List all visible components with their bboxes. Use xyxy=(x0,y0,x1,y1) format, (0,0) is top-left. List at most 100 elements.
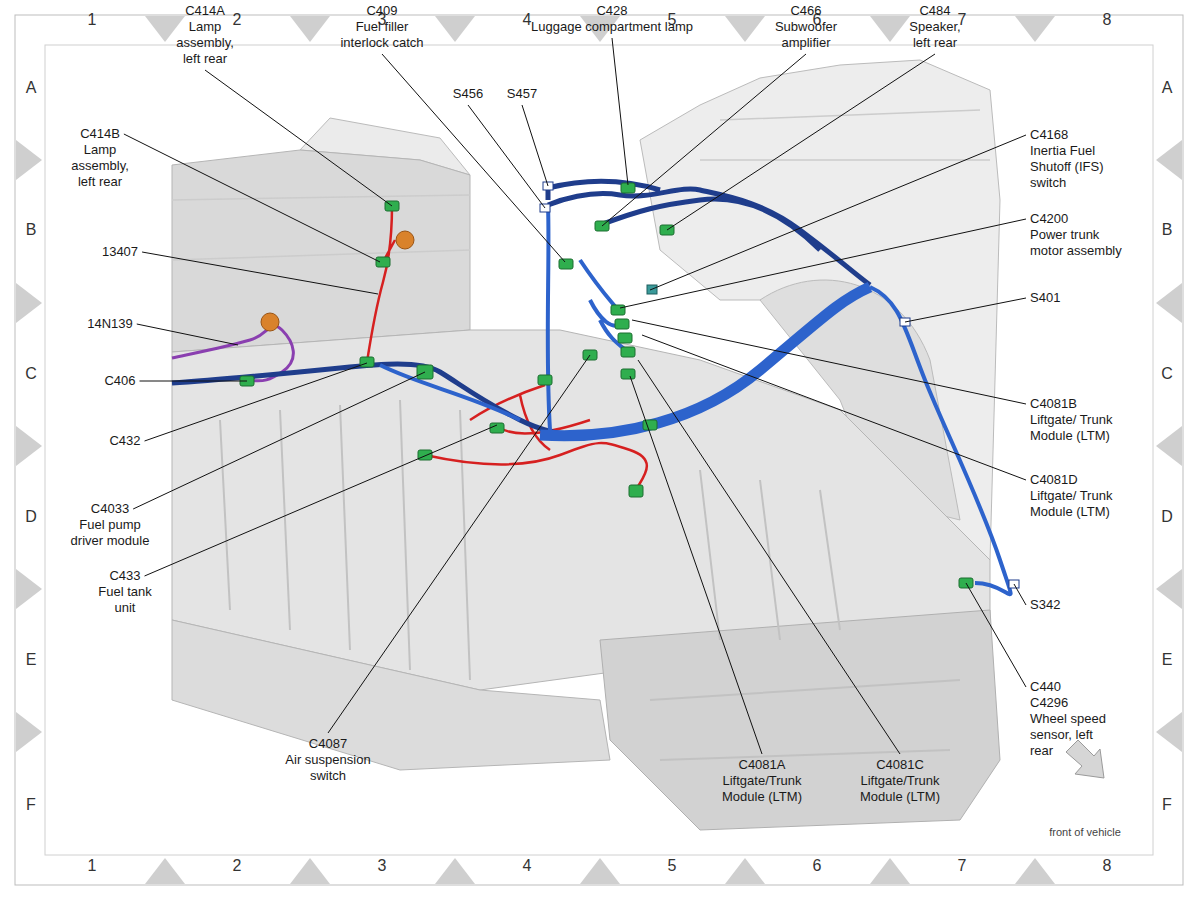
connector-id: C440 xyxy=(1030,679,1061,695)
grid-marker xyxy=(1156,426,1182,466)
grid-number: 4 xyxy=(523,856,532,876)
wire-dark-blue xyxy=(172,182,870,436)
leader-line xyxy=(522,105,548,186)
splice-id: S401 xyxy=(1030,290,1060,306)
grid-marker xyxy=(16,283,42,323)
leader-line xyxy=(905,298,1026,322)
leader-line xyxy=(124,134,380,262)
leader-line xyxy=(145,363,367,441)
connector-plug xyxy=(615,319,629,329)
grid-marker xyxy=(870,16,910,42)
component-name: Fuel pump driver module xyxy=(65,517,155,549)
connector-id: C428 xyxy=(596,3,627,19)
component-name: Wheel speed sensor, left rear xyxy=(1030,711,1110,759)
grid-marker xyxy=(1156,569,1182,609)
component-name: Liftgate/ Trunk Module (LTM) xyxy=(1030,412,1120,444)
connector-id: C4296 xyxy=(1030,695,1068,711)
grid-letter: E xyxy=(26,650,37,670)
leader-line xyxy=(145,425,497,576)
leader-line xyxy=(205,70,392,206)
component-name: Subwoofer amplifier xyxy=(766,19,846,51)
part-number: 13407 xyxy=(102,244,138,260)
leader-line xyxy=(140,381,247,382)
grid-number: 1 xyxy=(88,10,97,30)
grid-letter: F xyxy=(1162,795,1172,815)
grid-marker xyxy=(725,858,765,884)
grid-number: 8 xyxy=(1103,10,1112,30)
grid-letter: D xyxy=(25,507,37,527)
grid-number: 7 xyxy=(958,856,967,876)
component-name: Air suspension switch xyxy=(278,752,378,784)
connector-id: C4081C xyxy=(876,757,924,773)
connector-id: C466 xyxy=(790,3,821,19)
grid-letter: D xyxy=(1161,507,1173,527)
connector-id: C414B xyxy=(80,126,120,142)
connector-id: C414A xyxy=(185,3,225,19)
leader-line xyxy=(638,360,900,754)
connector-id: C4081B xyxy=(1030,396,1077,412)
grid-marker xyxy=(580,858,620,884)
grid-marker xyxy=(145,858,185,884)
part-number: 14N139 xyxy=(87,316,133,332)
connector-plug xyxy=(618,333,632,343)
grid-marker xyxy=(1015,16,1055,42)
leader-line xyxy=(650,135,1026,290)
connector-id: C432 xyxy=(109,433,140,449)
component-name: Liftgate/ Trunk Module (LTM) xyxy=(1030,488,1120,520)
grid-marker xyxy=(1015,858,1055,884)
grid-marker xyxy=(1156,712,1182,752)
grid-number: 5 xyxy=(668,856,677,876)
grid-letter: B xyxy=(1162,220,1173,240)
connector-plug xyxy=(621,369,635,379)
leader-line xyxy=(1014,584,1026,605)
component-name: Lamp assembly, left rear xyxy=(170,19,240,67)
leader-line xyxy=(137,324,238,345)
grid-marker xyxy=(16,426,42,466)
grid-number: 2 xyxy=(233,856,242,876)
fuel-tank xyxy=(600,610,1000,830)
grid-letter: C xyxy=(1161,364,1173,384)
leader-line xyxy=(966,583,1026,687)
grid-number: 1 xyxy=(88,856,97,876)
connector-plug xyxy=(490,423,504,433)
inner-frame xyxy=(45,45,1153,855)
splice-id: S456 xyxy=(453,86,483,102)
outer-frame xyxy=(15,15,1183,885)
grid-marker xyxy=(435,16,475,42)
grid-letter: E xyxy=(1162,650,1173,670)
connector-plug xyxy=(621,347,635,357)
connector-id: C4081D xyxy=(1030,472,1078,488)
connector-plug xyxy=(360,357,374,367)
connector-id: C4087 xyxy=(309,736,347,752)
connector-plug xyxy=(376,257,390,267)
grid-number: 6 xyxy=(813,856,822,876)
panel-lines xyxy=(172,110,990,260)
grid-marker xyxy=(16,712,42,752)
splice-id: S457 xyxy=(507,86,537,102)
connector-id: C406 xyxy=(104,373,135,389)
component-name: Luggage compartment lamp xyxy=(531,19,693,35)
leader-line xyxy=(142,252,378,294)
direction-arrow xyxy=(1066,740,1104,778)
connector-id: C4033 xyxy=(91,501,129,517)
leader-line xyxy=(602,54,806,226)
grid-marker xyxy=(435,858,475,884)
component-name: Liftgate/Trunk Module (LTM) xyxy=(845,773,955,805)
leader-line xyxy=(328,355,590,733)
grid-marker xyxy=(1156,140,1182,180)
connector-plug xyxy=(538,375,552,385)
grid-marker xyxy=(290,16,330,42)
leader-line xyxy=(630,376,762,754)
leader-line xyxy=(642,335,1026,480)
connector-id: C4081A xyxy=(739,757,786,773)
component-name: Fuel tank unit xyxy=(90,584,160,616)
grid-marker xyxy=(290,858,330,884)
leader-line xyxy=(468,105,545,208)
grid-letter: C xyxy=(25,364,37,384)
grid-marker xyxy=(16,140,42,180)
grid-letter: A xyxy=(1162,78,1173,98)
component-name: Fuel filler interlock catch xyxy=(332,19,432,51)
floor-ribs xyxy=(220,400,960,760)
